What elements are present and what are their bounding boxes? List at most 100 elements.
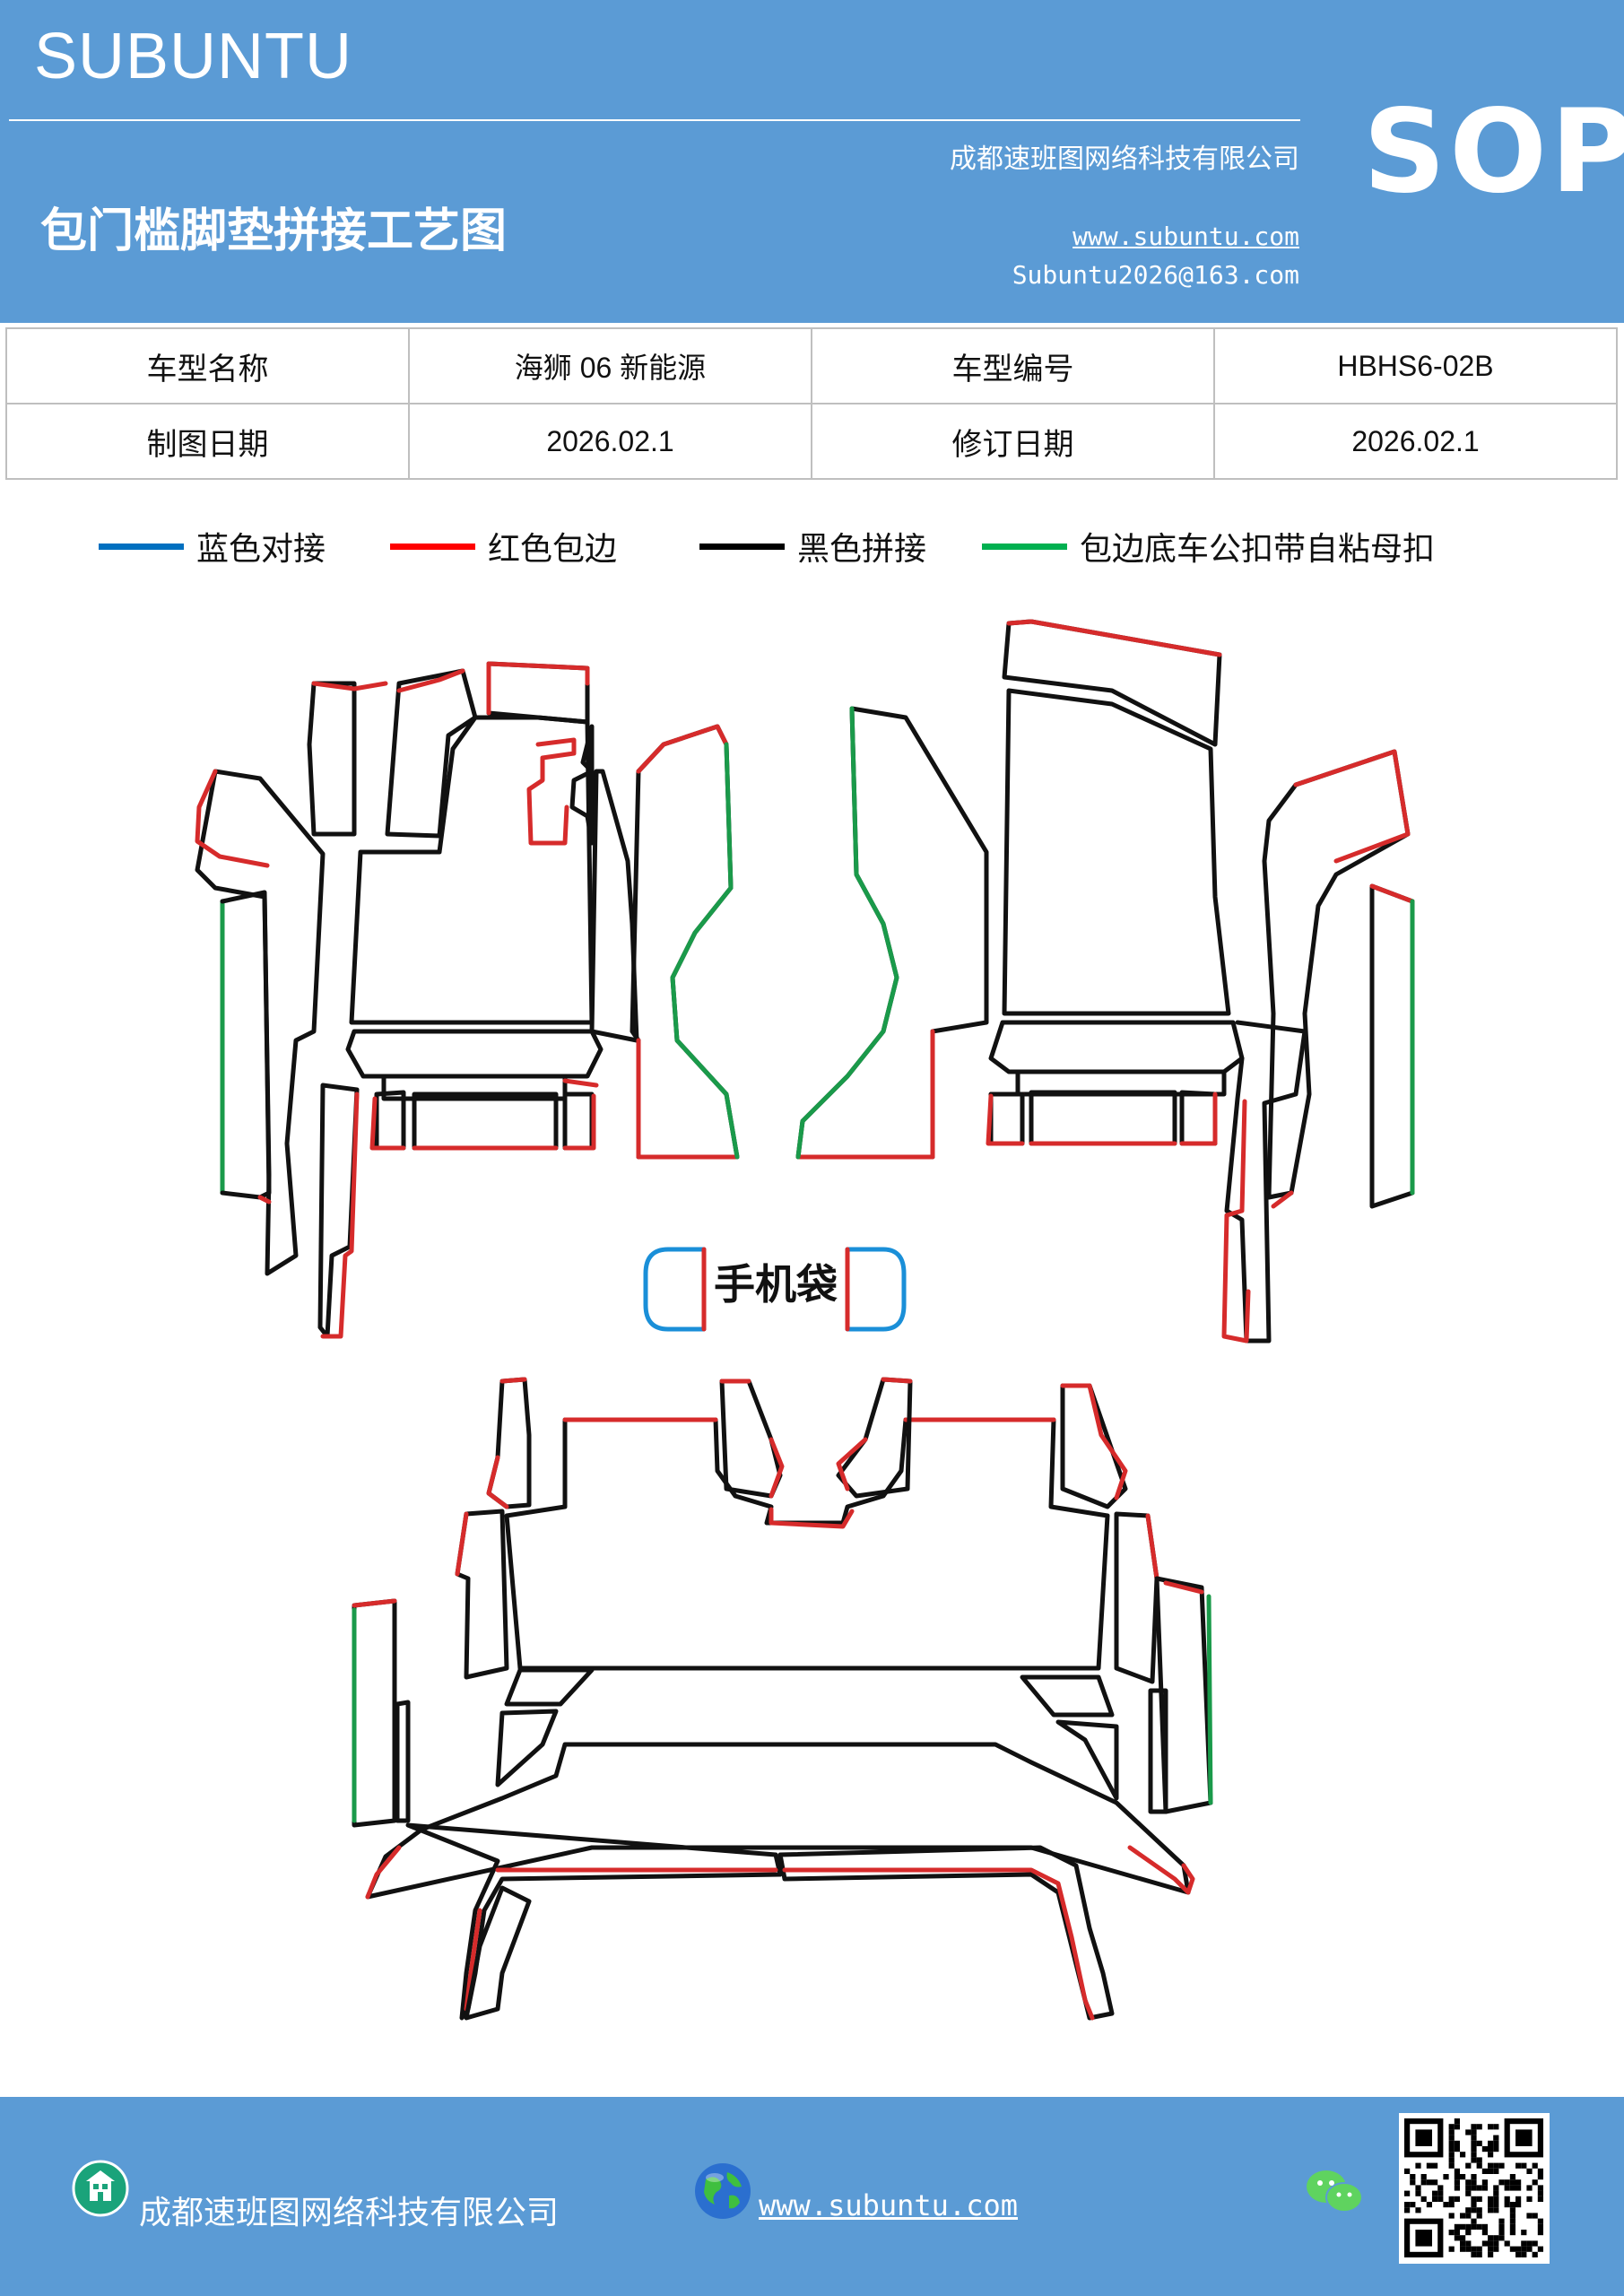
mat-piece [1221, 1099, 1251, 1344]
label-draw-date: 制图日期 [5, 403, 410, 480]
legend-swatch [982, 543, 1067, 550]
mat-piece [486, 661, 590, 725]
mat-piece [464, 1867, 778, 2012]
label-model-code: 车型编号 [811, 327, 1215, 404]
mat-piece [352, 1598, 397, 1828]
mat-piece [1114, 1511, 1159, 1684]
mat-piece [486, 1377, 527, 1509]
legend-swatch [390, 543, 475, 550]
sop-badge: SOP [1363, 85, 1624, 219]
mat-piece [1271, 1190, 1294, 1209]
mat-piece [777, 1845, 1115, 2021]
mat-piece [320, 1091, 360, 1339]
value-model-name: 海狮 06 新能源 [408, 327, 812, 404]
mat-piece [345, 1029, 604, 1079]
mat-piece [562, 1093, 596, 1151]
mat-piece [1002, 688, 1231, 1016]
mat-group-rear [352, 1377, 1213, 2021]
legend-label: 红色包边 [488, 531, 618, 568]
mat-group-front-right [795, 619, 1415, 1344]
mat-piece [986, 1093, 1025, 1146]
legend-item-black: 黑色拼接 [699, 523, 926, 570]
mat-piece [504, 1667, 595, 1707]
qr-code [1399, 2113, 1550, 2264]
mat-piece [1145, 1513, 1159, 1581]
mat-piece [719, 1378, 785, 1499]
footer-banner: 成都速班图网络科技有限公司 www.subuntu.com [0, 2097, 1624, 2296]
legend-label: 黑色拼接 [797, 531, 927, 568]
mat-piece [1262, 749, 1411, 1200]
mat-piece [1224, 1020, 1307, 1344]
phone-bag-label: 手机袋 [714, 1260, 838, 1309]
mat-piece [795, 706, 989, 1160]
mat-piece [257, 1195, 272, 1205]
mat-piece [1029, 1090, 1177, 1146]
table-row: 制图日期 2026.02.1 修订日期 2026.02.1 [5, 403, 1618, 480]
brand-logo-text: SUBUNTU [34, 21, 353, 92]
mat-piece [317, 1083, 360, 1339]
mat-piece [220, 890, 272, 1200]
mat-piece [455, 1511, 469, 1577]
mat-piece [365, 1742, 1191, 1900]
mat-piece [495, 1709, 559, 1787]
mat-piece [1060, 1383, 1128, 1500]
wechat-icon [1307, 2170, 1363, 2213]
qr-code-pattern [1404, 2118, 1543, 2257]
mat-piece [311, 681, 388, 691]
phone-bag-left-flap [643, 1247, 707, 1332]
mat-piece [1369, 883, 1415, 904]
mat-piece [486, 661, 590, 716]
footer-company-name: 成都速班图网络科技有限公司 [139, 2195, 560, 2231]
mat-piece [836, 1377, 913, 1499]
mat-piece [504, 1417, 1110, 1671]
mat-piece [988, 1091, 1025, 1146]
mat-piece [464, 1885, 532, 2021]
phone-bag-group: 手机袋 [643, 1247, 907, 1332]
mat-piece [381, 1074, 568, 1101]
mat-piece [569, 724, 595, 846]
mat-piece [195, 769, 326, 1276]
footer-website-link[interactable]: www.subuntu.com [759, 2188, 1018, 2222]
page-title: 包门槛脚垫拼接工艺图 [40, 204, 508, 258]
mat-piece [636, 1038, 740, 1160]
mat-piece [1369, 883, 1415, 1209]
mat-piece [486, 1377, 532, 1509]
mat-piece [1055, 1719, 1119, 1801]
vehicle-info-table: 车型名称 海狮 06 新能源 车型编号 HBHS6-02B 制图日期 2026.… [5, 327, 1618, 480]
mat-group-front-left [195, 661, 740, 1339]
mat-piece [589, 769, 639, 1043]
mat-piece [396, 668, 465, 693]
mat-piece [670, 742, 740, 1160]
label-model-name: 车型名称 [5, 327, 410, 404]
header-email: Subuntu2026@163.com [1012, 260, 1299, 290]
mat-piece [369, 1096, 406, 1151]
phone-bag-right-flap [845, 1247, 907, 1332]
building-icon [72, 2160, 129, 2217]
mat-piece [1020, 1674, 1115, 1718]
globe-icon [695, 2163, 751, 2219]
header-website-link[interactable]: www.subuntu.com [1073, 222, 1299, 251]
header-banner: SUBUNTU SOP 成都速班图网络科技有限公司 包门槛脚垫拼接工艺图 www… [0, 0, 1624, 323]
mat-piece [526, 737, 577, 846]
mat-piece [307, 681, 357, 837]
mat-piece [365, 1845, 1195, 1900]
mat-piece [562, 1091, 595, 1151]
mat-piece [349, 715, 595, 1025]
label-revision-date: 修订日期 [811, 403, 1215, 480]
mat-piece [782, 1867, 1095, 2021]
mat-piece [1179, 1090, 1218, 1146]
mat-piece [1006, 619, 1222, 657]
table-row: 车型名称 海狮 06 新能源 车型编号 HBHS6-02B [5, 327, 1618, 404]
value-model-code: HBHS6-02B [1213, 327, 1618, 404]
legend-item-red: 红色包边 [390, 523, 617, 570]
mat-piece [405, 1822, 783, 2021]
mat-piece [795, 1029, 935, 1160]
color-legend: 蓝色对接 红色包边 黑色拼接 包边底车公扣带自粘母扣 [0, 523, 1624, 577]
mat-piece [562, 1078, 599, 1088]
legend-label: 蓝色对接 [196, 531, 326, 568]
header-divider [9, 119, 1300, 121]
mat-piece [636, 724, 729, 774]
mat-piece [385, 668, 478, 839]
mat-piece [1206, 1594, 1213, 1805]
